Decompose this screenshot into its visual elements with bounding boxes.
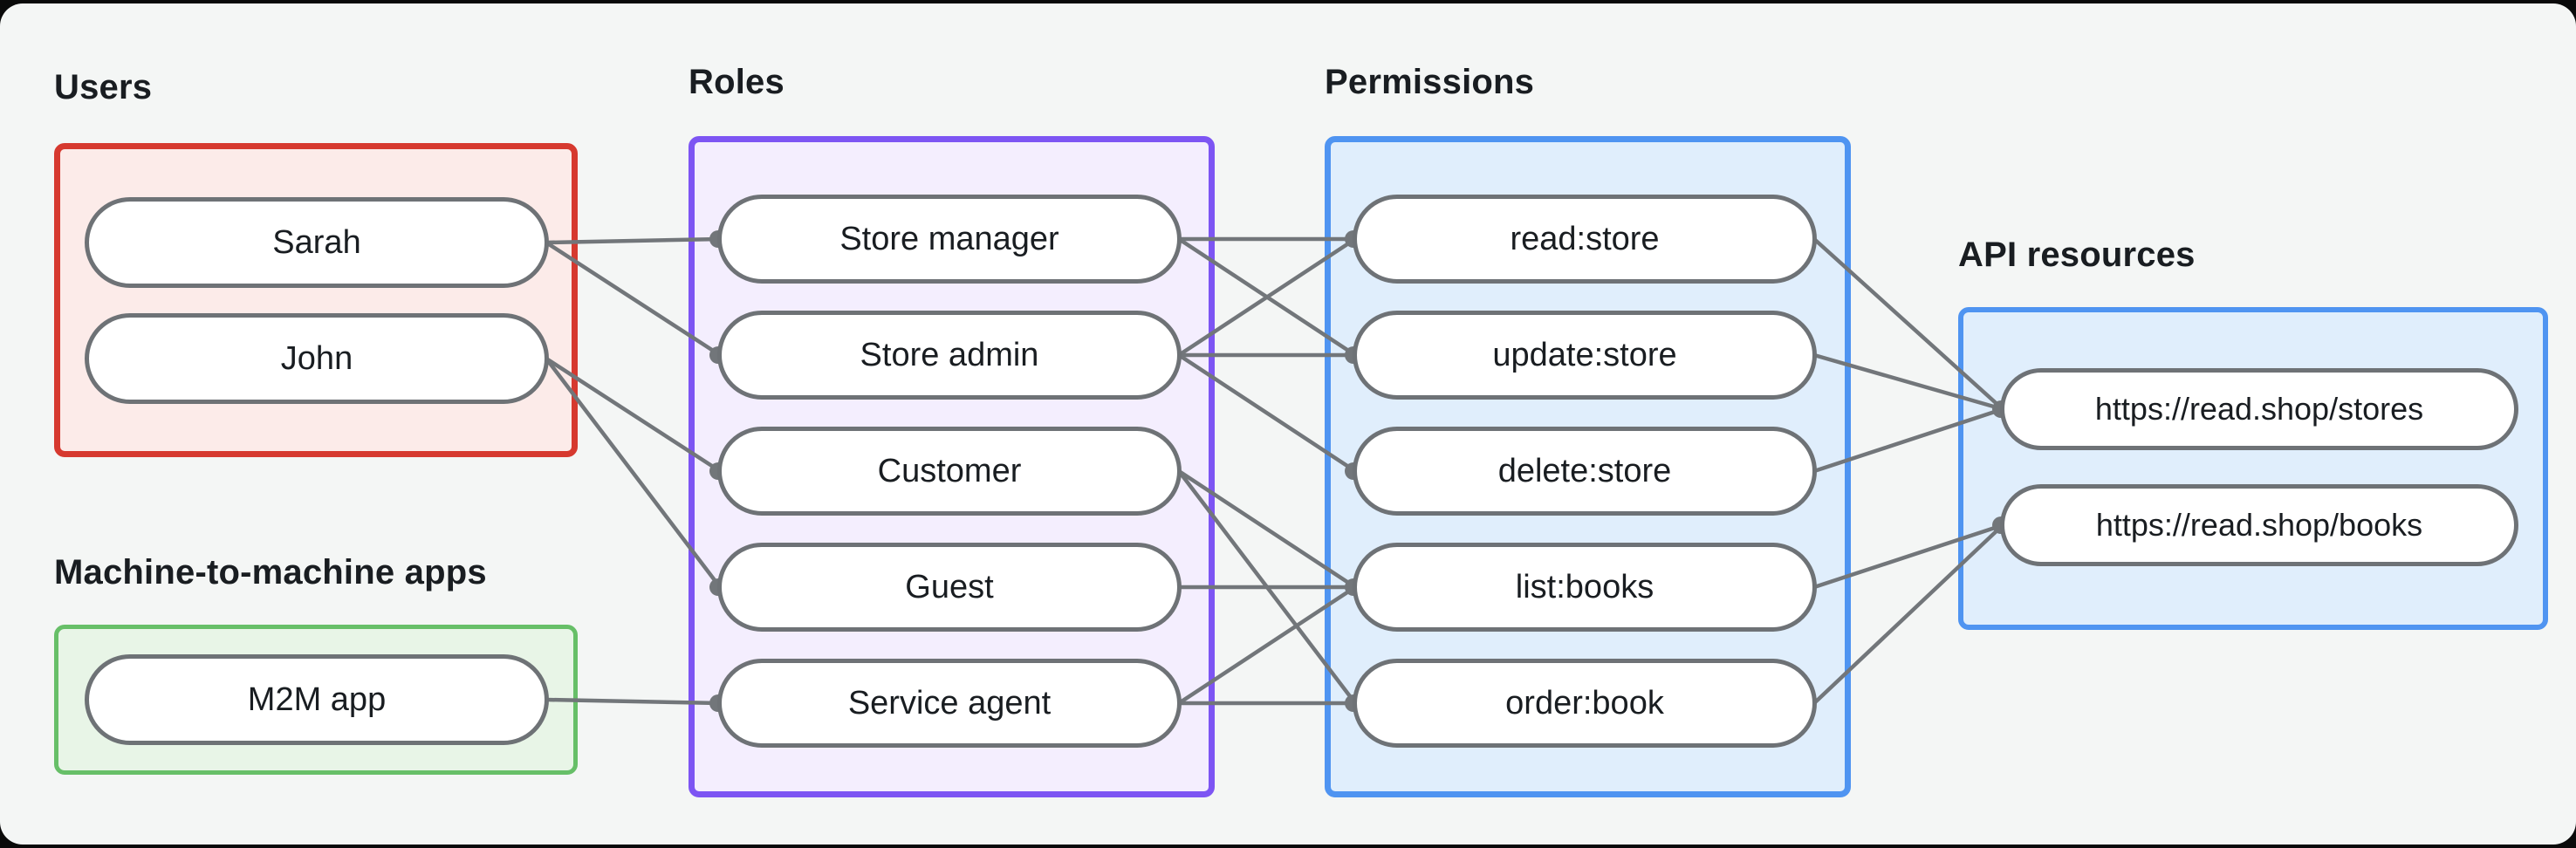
role-node-store-admin: Store admin [717, 311, 1182, 400]
users-group-box [54, 143, 578, 457]
user-node-sarah: Sarah [85, 197, 549, 288]
rbac-diagram-canvas: Users Sarah John Machine-to-machine apps… [0, 3, 2576, 845]
role-node-customer: Customer [717, 427, 1182, 516]
m2m-section-label: Machine-to-machine apps [54, 553, 487, 592]
api-section-label: API resources [1958, 236, 2196, 274]
permission-node-delete-store: delete:store [1353, 427, 1817, 516]
permissions-section-label: Permissions [1325, 63, 1535, 101]
roles-section-label: Roles [689, 63, 784, 101]
permission-node-update-store: update:store [1353, 311, 1817, 400]
m2m-node-app: M2M app [85, 654, 549, 745]
permission-node-order-book: order:book [1353, 659, 1817, 748]
role-node-service-agent: Service agent [717, 659, 1182, 748]
api-group-box [1958, 307, 2548, 630]
api-node-stores: https://read.shop/stores [2000, 368, 2518, 450]
role-node-store-manager: Store manager [717, 195, 1182, 284]
permission-node-list-books: list:books [1353, 543, 1817, 632]
users-section-label: Users [54, 68, 153, 106]
api-node-books: https://read.shop/books [2000, 484, 2518, 566]
permission-node-read-store: read:store [1353, 195, 1817, 284]
role-node-guest: Guest [717, 543, 1182, 632]
user-node-john: John [85, 313, 549, 404]
